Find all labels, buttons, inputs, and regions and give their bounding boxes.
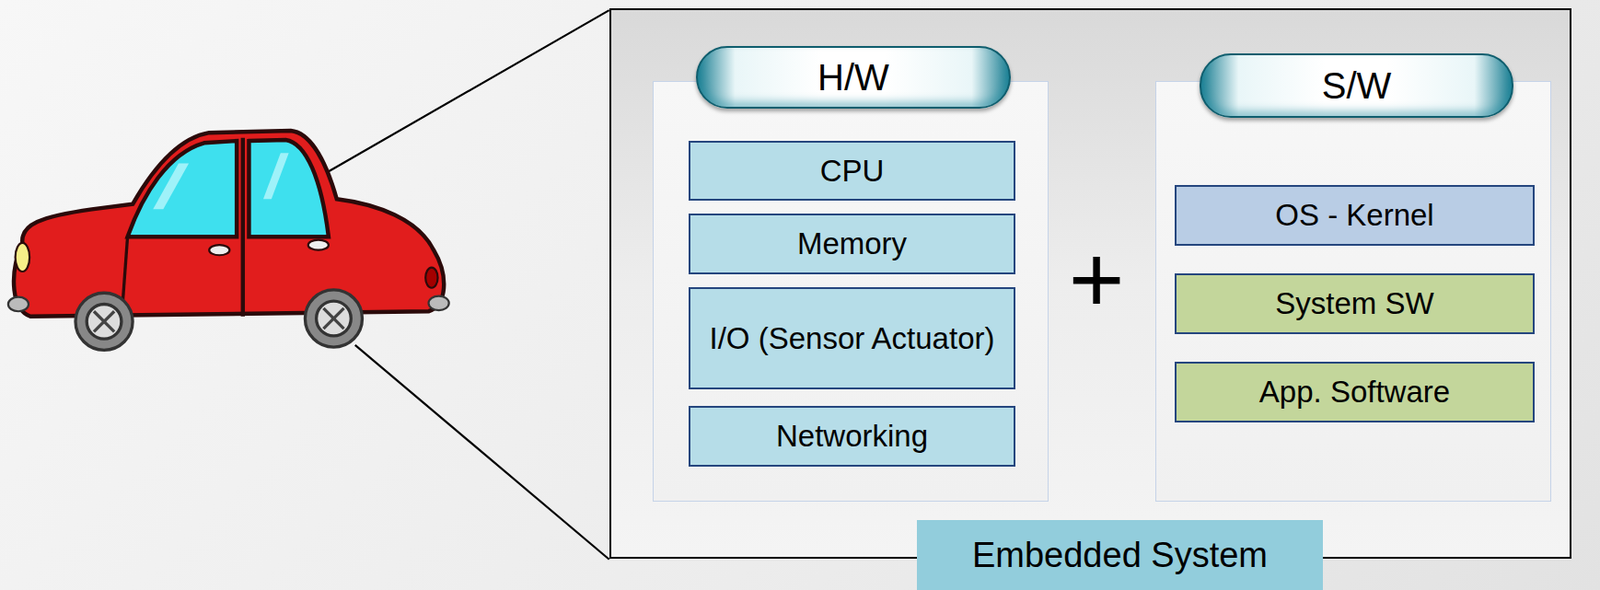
node-text: App. Software	[1259, 373, 1450, 411]
node-text: Embedded System	[972, 534, 1268, 578]
component-box: Networking	[688, 405, 1016, 467]
plus-sign: +	[1068, 231, 1125, 327]
zoom-line	[355, 345, 610, 560]
group-panel: H/WCPUMemoryI/O (Sensor Actuator)Network…	[652, 81, 1049, 502]
node-text: S/W	[1321, 63, 1392, 108]
node-text: OS - Kernel	[1275, 197, 1434, 234]
node-text: System SW	[1275, 285, 1434, 323]
component-box: System SW	[1174, 273, 1535, 335]
component-box: Memory	[688, 213, 1016, 275]
heading-pill: H/W	[695, 46, 1011, 109]
heading-pill: S/W	[1199, 53, 1514, 118]
car	[8, 130, 450, 350]
node-text: H/W	[817, 55, 890, 100]
component-box: CPU	[688, 140, 1016, 201]
system-label: Embedded System	[916, 520, 1323, 590]
node-text: Networking	[776, 417, 928, 455]
component-box: OS - Kernel	[1174, 185, 1535, 246]
group-panel: S/WOS - KernelSystem SWApp. Software	[1155, 81, 1552, 502]
node-text: Memory	[797, 225, 907, 263]
component-box: I/O (Sensor Actuator)	[688, 287, 1016, 390]
node-text: I/O (Sensor Actuator)	[709, 320, 996, 358]
component-box: App. Software	[1174, 361, 1535, 423]
node-text: CPU	[820, 152, 885, 190]
zoom-line	[321, 10, 610, 176]
